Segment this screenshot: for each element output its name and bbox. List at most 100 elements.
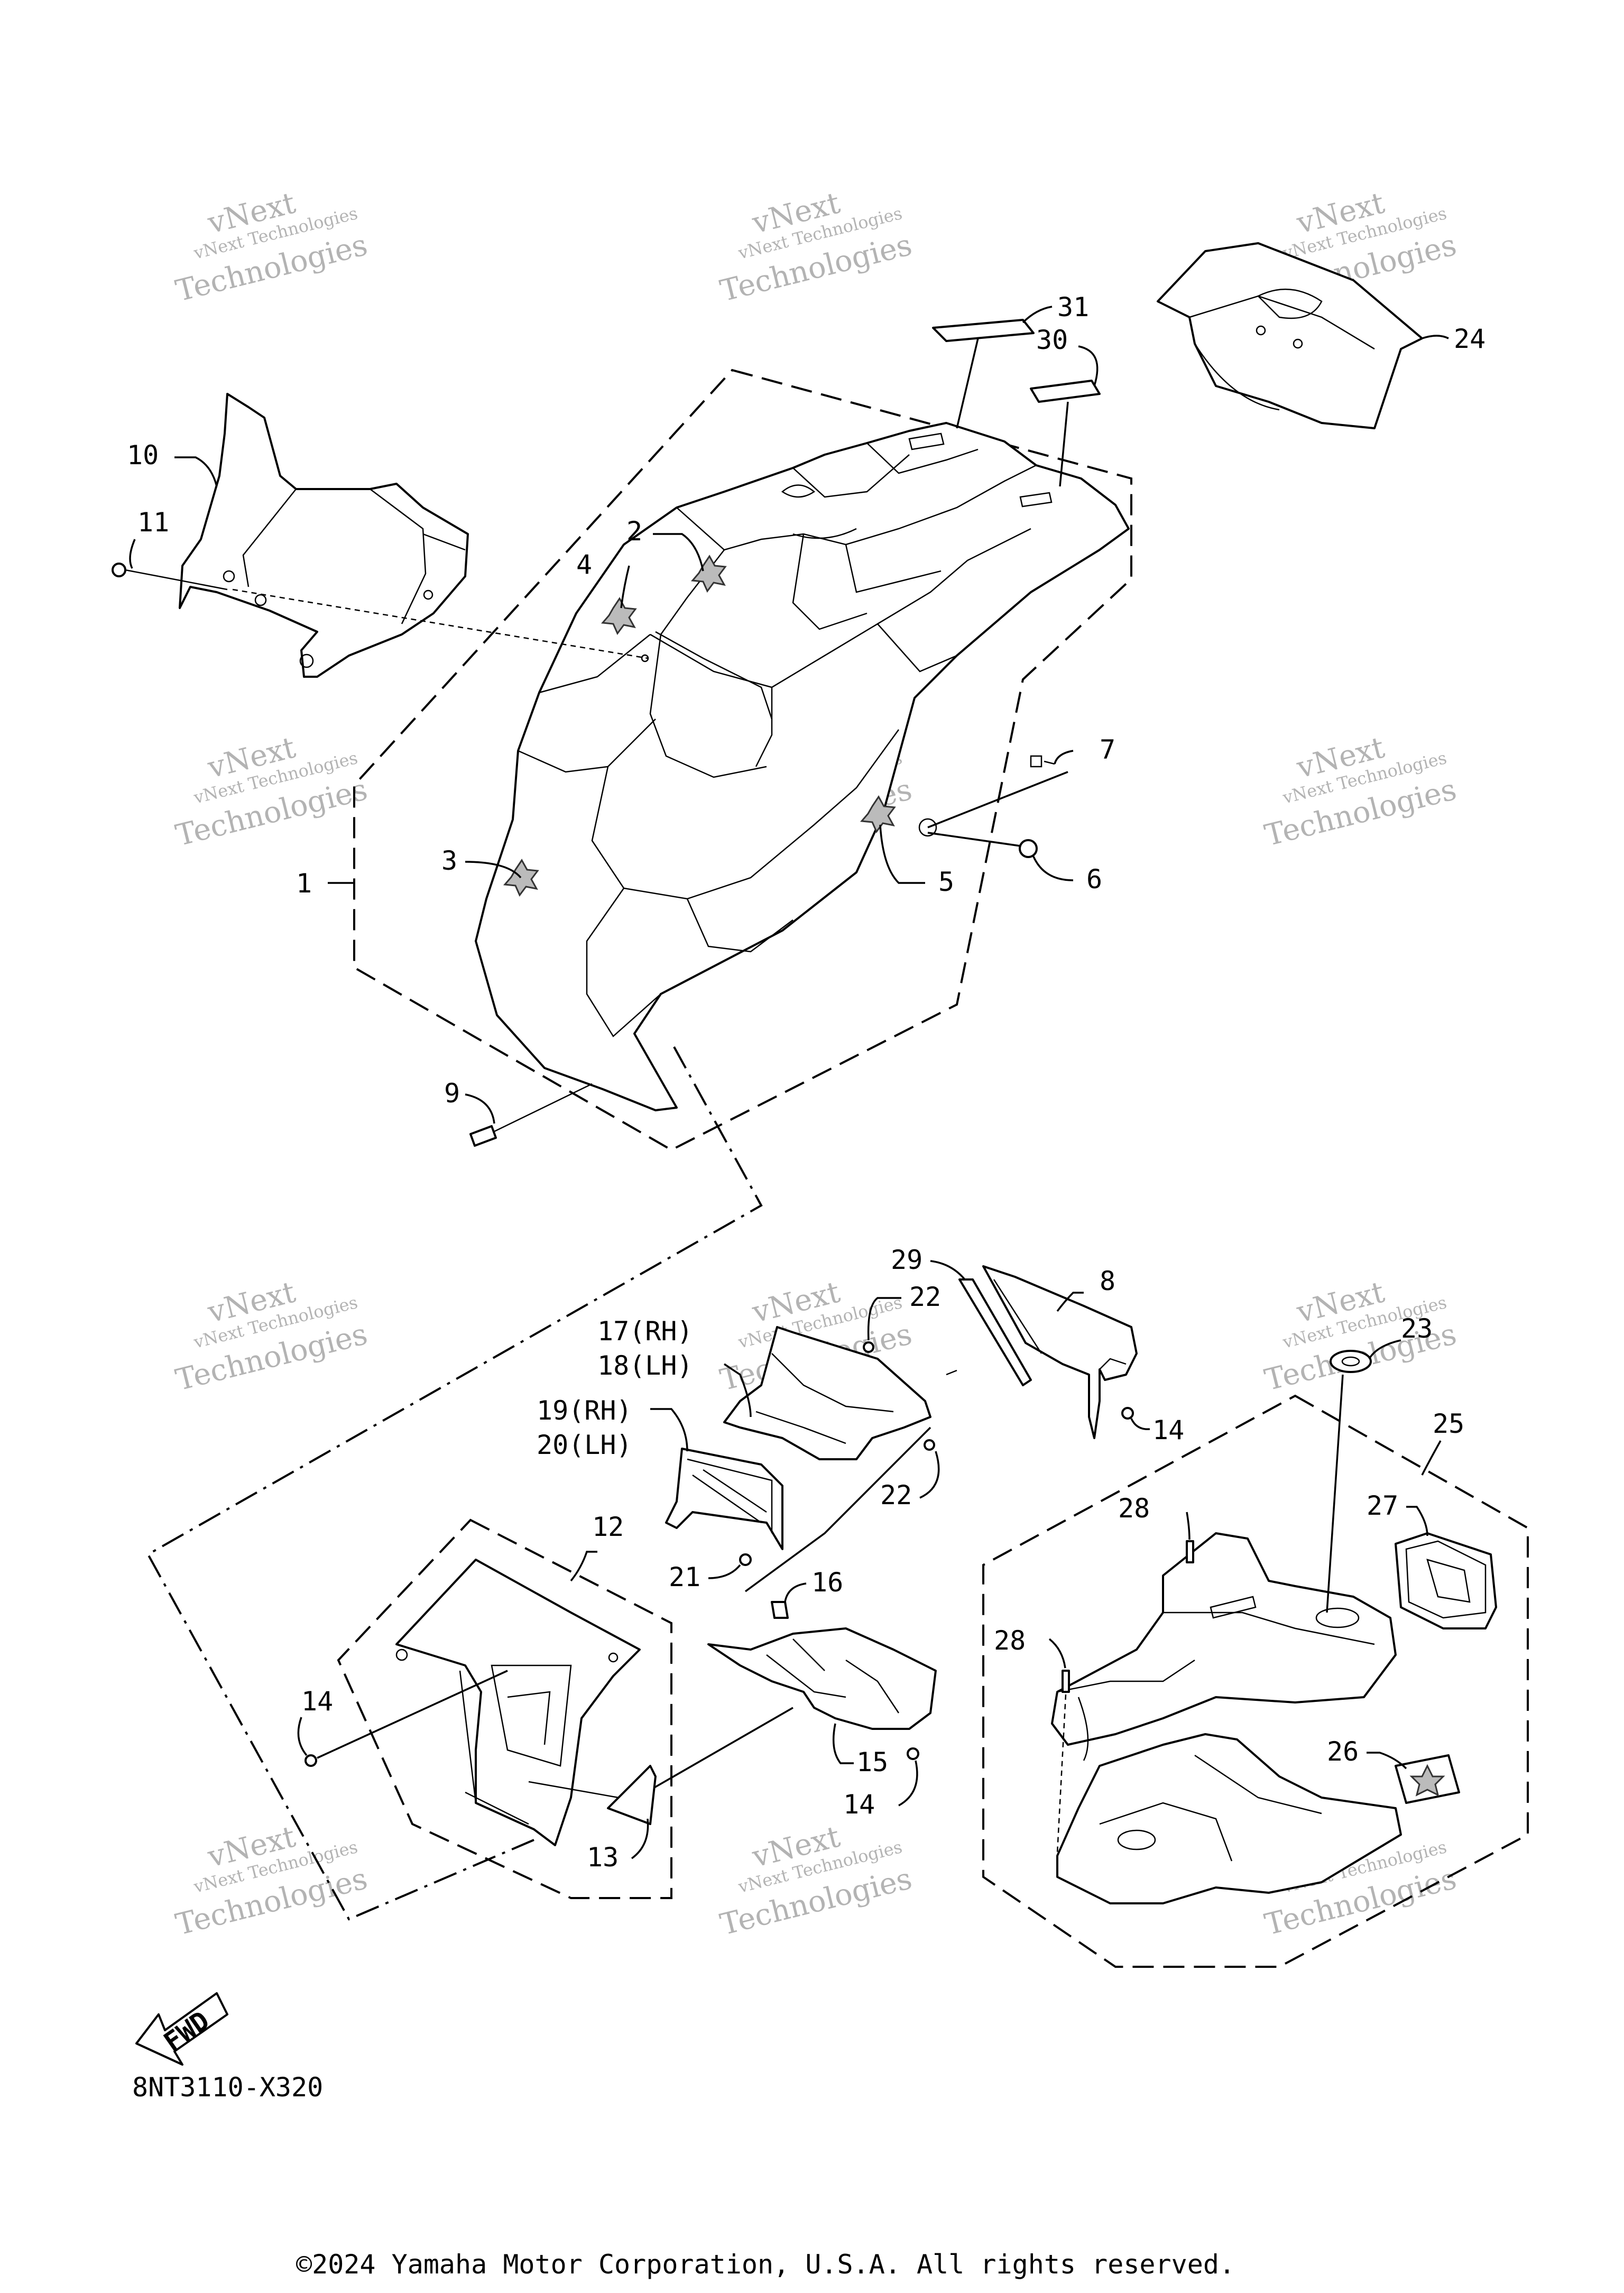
- watermark: vNext vNext Technologies Technologies: [172, 186, 371, 308]
- callout-8: 8: [1100, 1266, 1115, 1296]
- leader-22-b: [919, 1451, 940, 1499]
- leader-31: [1022, 306, 1053, 324]
- boundary-1-main-cowl: [353, 369, 1132, 1152]
- callout-6: 6: [1086, 864, 1102, 895]
- part-22-screw-b: [924, 1439, 935, 1451]
- watermark: vNext vNext Technologies Technologies: [172, 1819, 371, 1942]
- leader-27: [1406, 1506, 1428, 1536]
- callout-28-a: 28: [1118, 1493, 1150, 1524]
- part-25-air-box: [1051, 1532, 1397, 1761]
- link-14-to-12: [317, 1670, 508, 1759]
- diagram-code: 8NT3110-X320: [132, 2072, 323, 2103]
- callout-18-lh: 18(LH): [597, 1350, 693, 1381]
- part-28-screw-b: [1062, 1670, 1070, 1693]
- callout-25: 25: [1433, 1408, 1464, 1439]
- callout-14-b: 14: [843, 1789, 875, 1820]
- callout-9: 9: [444, 1078, 460, 1109]
- link-13-to-12: [528, 1781, 619, 1799]
- callout-14-c: 14: [301, 1686, 333, 1717]
- part-29-strip: [958, 1278, 1032, 1386]
- watermark: vNext vNext Technologies Technologies: [717, 1819, 915, 1942]
- link-28-b: [1056, 1694, 1067, 1854]
- callout-15: 15: [856, 1747, 888, 1778]
- leader-17-18: [724, 1363, 752, 1417]
- leader-28-a: [1186, 1512, 1191, 1540]
- part-14-screw-a: [1121, 1407, 1134, 1420]
- callout-11: 11: [137, 507, 169, 538]
- link-11-to-10: [158, 575, 228, 591]
- callout-7: 7: [1100, 734, 1115, 765]
- link-6-to-cowl: [927, 832, 1021, 847]
- link-22-a: [946, 1369, 957, 1376]
- fwd-arrow-icon: FWD: [135, 1992, 228, 2066]
- part-24-cover: [1157, 242, 1423, 429]
- callout-5: 5: [938, 867, 954, 897]
- part-12-front-panel: [395, 1559, 641, 1846]
- copyright-notice: ©2024 Yamaha Motor Corporation, U.S.A. A…: [296, 2249, 1235, 2280]
- part-22-screw-a: [863, 1341, 874, 1353]
- callout-14-a: 14: [1152, 1415, 1184, 1445]
- part-7-clip: [1030, 755, 1055, 768]
- leader-30: [1078, 345, 1099, 386]
- part-15-tray: [707, 1627, 937, 1730]
- link-10-to-cowl: [232, 588, 648, 659]
- part-21-screw: [739, 1553, 752, 1566]
- part-19-20-grille: [665, 1448, 783, 1550]
- leader-22-a: [867, 1297, 901, 1341]
- watermark: vNext vNext Technologies Technologies: [172, 730, 371, 853]
- callout-21: 21: [669, 1562, 700, 1592]
- leader-25: [1421, 1440, 1442, 1476]
- leader-16: [784, 1582, 807, 1603]
- leader-15: [832, 1723, 854, 1764]
- callout-24: 24: [1454, 324, 1485, 354]
- leader-6: [1032, 856, 1074, 881]
- leader-10: [174, 456, 218, 487]
- part-11-screw: [112, 563, 159, 577]
- part-14-screw-b: [907, 1747, 919, 1760]
- leader-3: [465, 861, 522, 879]
- leader-29: [930, 1260, 966, 1281]
- boundary-lower-section: [146, 1046, 763, 1921]
- link-17-to-lower: [744, 1426, 931, 1592]
- callout-3: 3: [441, 845, 457, 876]
- watermark: vNext vNext Technologies Technologies: [172, 1275, 371, 1397]
- part-23-grommet: [1330, 1350, 1372, 1373]
- part-28-screw-a: [1186, 1540, 1194, 1563]
- callout-labels: 1 2 3 4 5 6 7 8 9 10 11 12 13 14 14 14 1…: [127, 292, 1485, 1873]
- callout-13: 13: [587, 1842, 619, 1873]
- callout-22-a: 22: [909, 1282, 941, 1312]
- callout-4: 4: [576, 549, 592, 580]
- leader-4: [620, 565, 630, 609]
- callout-20-lh: 20(LH): [537, 1430, 632, 1460]
- callout-1: 1: [296, 868, 312, 899]
- leader-14-b: [898, 1760, 918, 1807]
- leader-26: [1367, 1752, 1407, 1770]
- part-6-grommet: [1019, 839, 1038, 858]
- leader-7: [1054, 750, 1074, 765]
- callout-31: 31: [1057, 292, 1089, 323]
- watermark: vNext vNext Technologies Technologies: [1261, 730, 1460, 853]
- leader-23: [1368, 1339, 1401, 1359]
- leader-31-to-cowl: [956, 338, 979, 429]
- leader-11: [129, 539, 136, 569]
- boundary-12-front-panel: [337, 1518, 672, 1899]
- part-13-sticker: [607, 1765, 657, 1825]
- callout-22-b: 22: [880, 1480, 912, 1511]
- leader-12: [570, 1551, 597, 1582]
- part-9-bolt: [469, 1083, 593, 1147]
- part-16-clip: [771, 1601, 789, 1619]
- leader-2: [653, 533, 704, 572]
- watermark: vNext vNext Technologies Technologies: [717, 186, 915, 308]
- leader-28-b: [1048, 1638, 1066, 1669]
- callout-19-rh: 19(RH): [537, 1395, 632, 1426]
- leader-8: [1056, 1292, 1084, 1312]
- part-27-filter: [1395, 1532, 1497, 1629]
- callout-16: 16: [811, 1567, 843, 1598]
- callout-23: 23: [1401, 1313, 1433, 1344]
- callout-17-rh: 17(RH): [597, 1316, 693, 1347]
- part-8-duct: [982, 1265, 1138, 1439]
- callout-10: 10: [127, 440, 159, 471]
- callout-2: 2: [626, 516, 642, 547]
